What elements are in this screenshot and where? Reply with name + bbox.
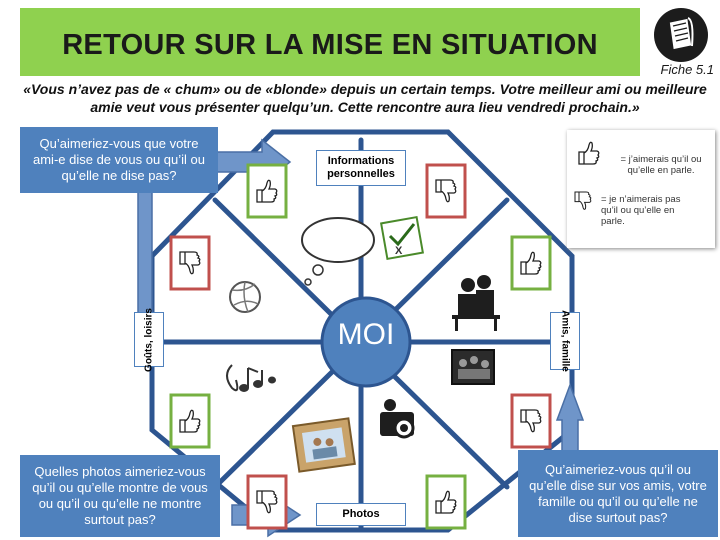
question-bottom-left: Quelles photos aimeriez-vous qu’il ou qu… [20, 455, 220, 537]
label-amis-famille-box: Amis, famille [550, 310, 580, 372]
picture-frame-icon [291, 417, 356, 473]
label-photos: Photos [316, 503, 406, 526]
label-gouts-loisirs: Goûts, loisirs [143, 307, 155, 372]
center-circle [320, 296, 412, 388]
label-informations-personnelles: Informations personnelles [316, 150, 406, 186]
volleyball-icon [229, 281, 261, 313]
family-photo-icon [451, 349, 495, 385]
question-bottom-right: Qu’aimeriez-vous qu’il ou qu’elle dise s… [518, 450, 718, 537]
page-title: RETOUR SUR LA MISE EN SITUATION [62, 29, 598, 61]
fiche-label: Fiche 5.1 [660, 62, 714, 77]
thumbs-down-icon [574, 191, 592, 210]
label-gouts-loisirs-box: Goûts, loisirs [134, 308, 164, 371]
checklist-icon: X [379, 215, 425, 261]
legend-dislike-text: = je n’aimerais pas qu’il ou qu’elle en … [601, 194, 681, 227]
center-label-moi: MOI [337, 318, 395, 351]
legend-icons [574, 141, 600, 210]
svg-text:X: X [395, 245, 403, 257]
title-banner: RETOUR SUR LA MISE EN SITUATION [20, 8, 640, 76]
thumbs-up-icon [578, 141, 600, 165]
music-notes-icon [226, 364, 276, 392]
camera-icon [380, 399, 415, 439]
legend-like-text: = j’aimerais qu’il ou qu’elle en parle. [620, 154, 702, 176]
thought-bubble-icon [301, 217, 375, 286]
couple-bench-icon [452, 275, 500, 331]
book-logo-icon [654, 8, 708, 62]
legend-box: = j’aimerais qu’il ou qu’elle en parle. … [567, 130, 715, 248]
intro-text: «Vous n’avez pas de « chum» ou de «blond… [23, 81, 707, 115]
label-amis-famille: Amis, famille [559, 310, 571, 372]
question-top-left: Qu’aimeriez-vous que votre ami-e dise de… [20, 127, 218, 193]
